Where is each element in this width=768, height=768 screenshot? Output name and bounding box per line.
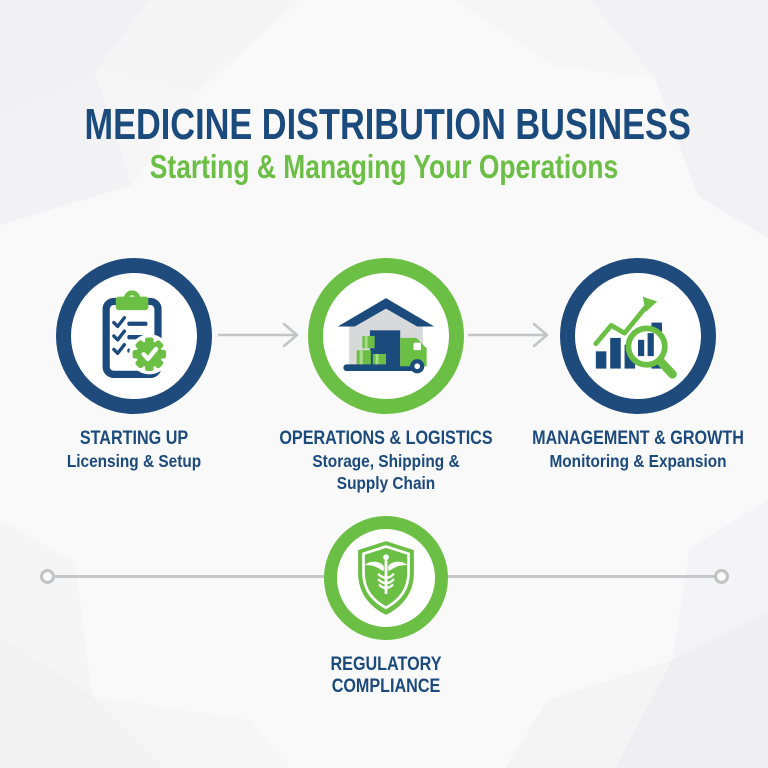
connector-arrow-1 <box>218 322 299 348</box>
compliance-title-line: COMPLIANCE <box>331 676 441 697</box>
page-title: MEDICINE DISTRIBUTION BUSINESS <box>84 100 691 149</box>
step-label-management-growth: MANAGEMENT & GROWTH Monitoring & Expansi… <box>508 428 768 472</box>
step-label-regulatory-compliance: REGULATORY COMPLIANCE <box>284 654 488 698</box>
step-circle-operations-logistics <box>308 258 464 414</box>
step-subtitle-line: Supply Chain <box>336 473 436 493</box>
step-subtitle-line: Monitoring & Expansion <box>549 451 727 471</box>
warehouse-truck-icon <box>337 298 435 374</box>
step-circle-starting-up <box>56 258 212 414</box>
step-circle-regulatory-compliance <box>324 516 448 640</box>
shield-caduceus-icon <box>358 541 414 615</box>
compliance-title-line: REGULATORY <box>330 654 442 675</box>
clipboard-checklist-icon <box>102 290 170 378</box>
step-circle-management-growth <box>560 258 716 414</box>
timeline-endpoint-left <box>40 569 55 584</box>
timeline-endpoint-right <box>714 569 729 584</box>
step-label-starting-up: STARTING UP Licensing & Setup <box>4 428 264 472</box>
step-title: STARTING UP <box>79 428 189 449</box>
step-subtitle-line: Licensing & Setup <box>66 451 202 471</box>
growth-chart-magnifier-icon <box>593 296 677 379</box>
step-title: OPERATIONS & LOGISTICS <box>279 428 493 449</box>
page-subtitle: Starting & Managing Your Operations <box>149 148 619 185</box>
step-subtitle-line: Storage, Shipping & <box>312 451 460 471</box>
connector-arrow-2 <box>468 322 549 348</box>
step-title: MANAGEMENT & GROWTH <box>532 428 744 449</box>
step-label-operations-logistics: OPERATIONS & LOGISTICS Storage, Shipping… <box>256 428 516 494</box>
